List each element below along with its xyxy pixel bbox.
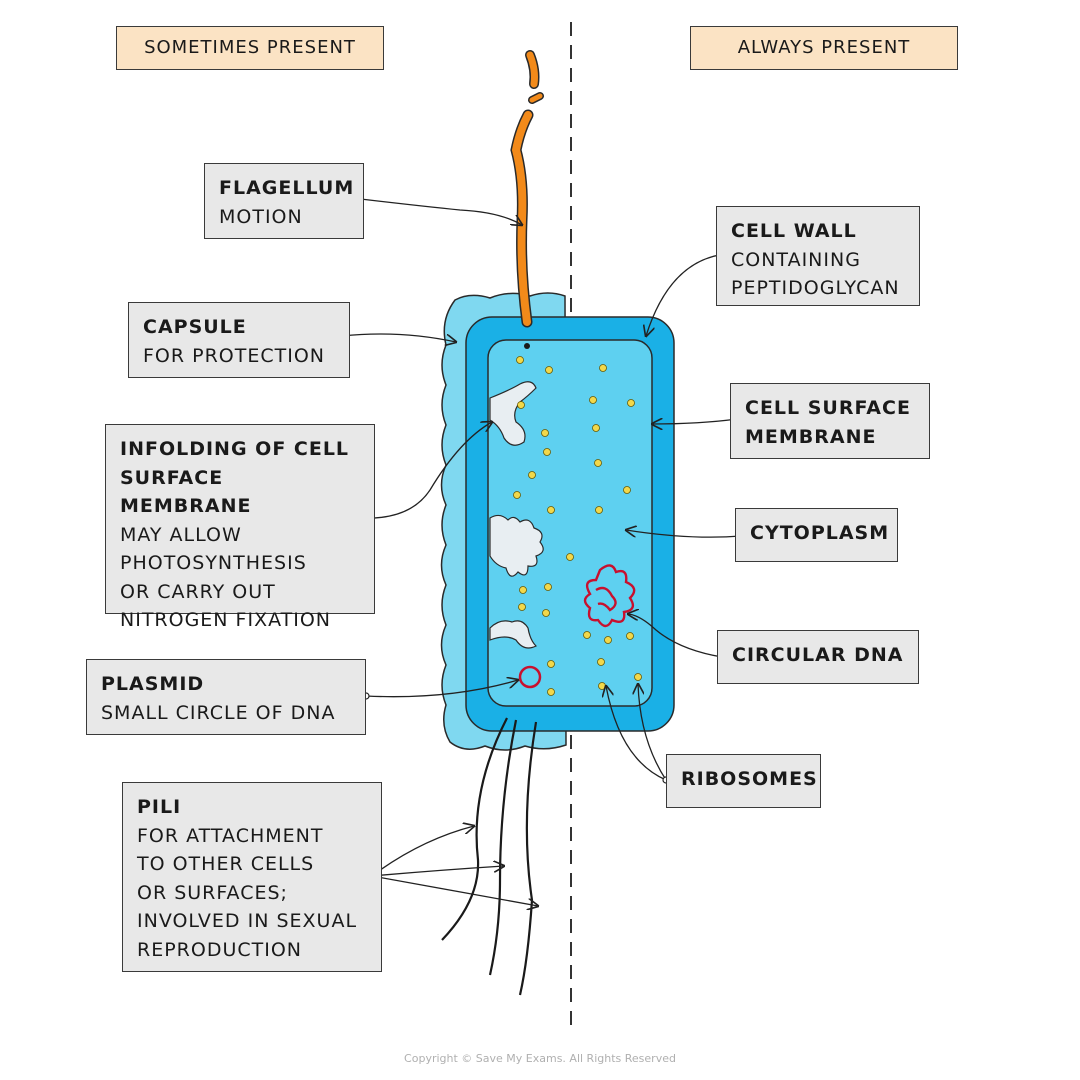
- cell-surface-membrane-label: CELL SURFACE MEMBRANE: [730, 383, 930, 459]
- infolding-desc-1: MAY ALLOW: [120, 523, 242, 546]
- pili-desc-1: FOR ATTACHMENT: [137, 824, 324, 847]
- infolding-middle: [489, 514, 544, 577]
- ribosomes-label: RIBOSOMES: [666, 754, 821, 808]
- pili-desc-3: OR SURFACES;: [137, 881, 288, 904]
- pili-desc-4: INVOLVED IN SEXUAL: [137, 910, 358, 932]
- cell-wall-title: CELL WALL: [731, 220, 857, 242]
- pili-title: PILI: [137, 796, 182, 818]
- cell-wall-label: CELL WALL CONTAINING PEPTIDOGLYCAN: [716, 206, 920, 306]
- ribosomes: [513, 356, 642, 696]
- infolding-title-2: SURFACE MEMBRANE: [120, 466, 252, 518]
- ribosomes-leader-2: [638, 684, 667, 781]
- membrane-title-2: MEMBRANE: [745, 425, 877, 448]
- ribosomes-leader-1: [606, 686, 667, 781]
- plasmid-desc: SMALL CIRCLE OF DNA: [101, 701, 336, 724]
- cytoplasm-leader: [626, 530, 742, 538]
- pili-desc-5: REPRODUCTION: [137, 938, 303, 961]
- membrane-leader: [652, 419, 738, 424]
- infolding-label: INFOLDING OF CELL SURFACE MEMBRANE MAY A…: [105, 424, 375, 631]
- pili-leader-3: [371, 875, 538, 906]
- flagellum-leader: [351, 197, 522, 225]
- infolding-desc-4: NITROGEN FIXATION: [120, 609, 332, 631]
- pili-leader-2: [371, 866, 504, 877]
- always-present-header: ALWAYS PRESENT: [690, 26, 958, 70]
- cytoplasm-title: CYTOPLASM: [750, 522, 890, 544]
- plasmid-title: PLASMID: [101, 673, 205, 695]
- cell-wall-leader: [646, 253, 727, 336]
- infolding-leader: [361, 422, 492, 519]
- pili-label: PILI FOR ATTACHMENT TO OTHER CELLS OR SU…: [122, 782, 382, 972]
- pili: [441, 717, 538, 996]
- always-present-text: ALWAYS PRESENT: [737, 37, 911, 58]
- sometimes-present-header: SOMETIMES PRESENT: [116, 26, 384, 70]
- ribosomes-title: RIBOSOMES: [681, 768, 818, 790]
- cell-wall-desc-1: CONTAINING: [731, 248, 861, 271]
- flagellum: [510, 50, 544, 349]
- capsule-desc: FOR PROTECTION: [143, 344, 325, 367]
- membrane-title-1: CELL SURFACE: [745, 397, 911, 419]
- sometimes-present-text: SOMETIMES PRESENT: [144, 37, 356, 58]
- circular-dna: [583, 564, 636, 628]
- copyright-notice: Copyright © Save My Exams. All Rights Re…: [404, 1052, 676, 1065]
- flagellum-label: FLAGELLUM MOTION: [204, 163, 364, 239]
- infolding-desc-3: OR CARRY OUT: [120, 580, 276, 603]
- plasmid-label: PLASMID SMALL CIRCLE OF DNA: [86, 659, 366, 735]
- infolding-desc-2: PHOTOSYNTHESIS: [120, 552, 307, 574]
- cytoplasm-label: CYTOPLASM: [735, 508, 898, 562]
- capsule-leader: [341, 333, 456, 342]
- flagellum-desc: MOTION: [219, 205, 303, 228]
- circular-dna-title: CIRCULAR DNA: [732, 644, 904, 666]
- circular-dna-label: CIRCULAR DNA: [717, 630, 919, 684]
- pili-leader-1: [371, 826, 474, 877]
- cell-wall-desc-2: PEPTIDOGLYCAN: [731, 277, 900, 299]
- pili-desc-2: TO OTHER CELLS: [137, 853, 315, 875]
- dna-leader: [628, 614, 723, 658]
- cytoplasm-area: [487, 339, 653, 707]
- infolding-lower: [489, 620, 538, 649]
- plasmid-leader: [365, 680, 518, 698]
- infolding-title-1: INFOLDING OF CELL: [120, 438, 350, 460]
- capsule-title: CAPSULE: [143, 316, 247, 338]
- capsule-label: CAPSULE FOR PROTECTION: [128, 302, 350, 378]
- flagellum-title: FLAGELLUM: [219, 177, 355, 199]
- infolding-upper: [489, 381, 537, 446]
